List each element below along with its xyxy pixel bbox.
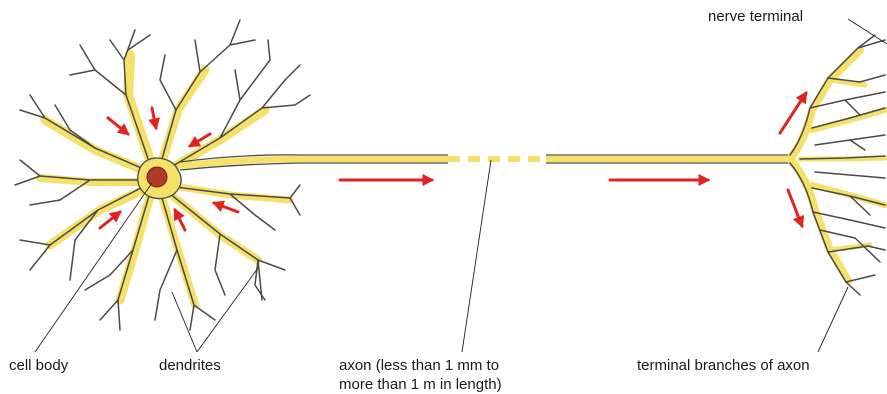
terminal-branches xyxy=(790,35,885,295)
arrow-dendrite-bottom xyxy=(175,210,185,230)
label-terminal-branches: terminal branches of axon xyxy=(637,356,810,375)
arrow-dendrite-upper-left xyxy=(108,118,128,134)
axon xyxy=(180,152,790,170)
arrow-terminal-down xyxy=(788,190,802,226)
arrow-dendrite-lower-left xyxy=(100,212,120,228)
arrow-dendrite-lower-right xyxy=(214,203,238,212)
leader-axon xyxy=(462,160,491,352)
label-nerve-terminal: nerve terminal xyxy=(708,7,803,26)
leader-terminal-branches xyxy=(818,287,848,352)
nucleus xyxy=(147,167,167,187)
arrow-dendrite-top xyxy=(152,108,156,128)
leader-cell-body xyxy=(35,183,152,352)
label-cell-body: cell body xyxy=(9,356,68,375)
arrow-terminal-up xyxy=(780,93,806,133)
label-axon-line2: more than 1 m in length) xyxy=(339,375,502,394)
leader-dendrites-b xyxy=(197,268,258,352)
label-axon-line1: axon (less than 1 mm to xyxy=(339,356,499,375)
label-dendrites: dendrites xyxy=(159,356,221,375)
